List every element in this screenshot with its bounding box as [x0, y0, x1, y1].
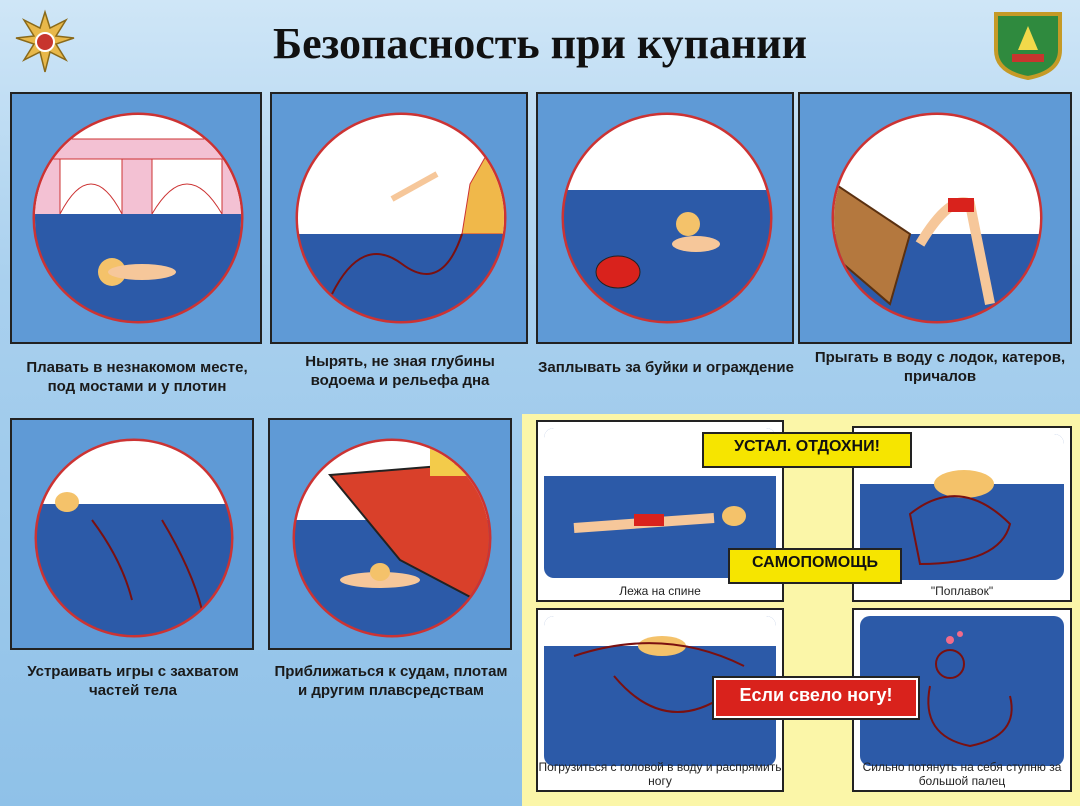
tag-selfhelp: САМОПОМОЩЬ	[728, 548, 902, 584]
caption-bridge: Плавать в незнакомом месте, под мостами …	[26, 359, 248, 395]
tag-tired-rest: УСТАЛ. ОТДОХНИ!	[702, 432, 912, 468]
caption-diving: Нырять, не зная глубины водоема и рельеф…	[305, 353, 495, 389]
region-coat-of-arms-icon	[988, 10, 1068, 81]
panel-ships	[268, 418, 512, 650]
caption-ships: Приближаться к судам, плотам и другим пл…	[274, 663, 508, 699]
caption-pull-toe: Сильно потянуть на себя ступню за большо…	[862, 760, 1062, 788]
caption-boats: Прыгать в воду с лодок, катеров, причало…	[814, 349, 1066, 385]
tag-leg-cramp: Если свело ногу!	[712, 676, 920, 720]
panel-bridge	[10, 92, 262, 344]
page-title: Безопасность при купании	[273, 19, 807, 68]
caption-float: "Поплавок"	[930, 584, 994, 598]
panel-buoys	[536, 92, 794, 344]
caption-buoys: Заплывать за буйки и ограждение	[538, 359, 794, 376]
emchs-emblem-icon	[8, 6, 82, 80]
caption-games: Устраивать игры с захватом частей тела	[27, 663, 239, 699]
selfhelp-pull-toe: Сильно потянуть на себя ступню за большо…	[852, 608, 1072, 792]
panel-boats	[798, 92, 1072, 344]
panel-games	[10, 418, 254, 650]
caption-submerge: Погрузиться с головой в воду и распрямит…	[538, 760, 782, 788]
caption-lying-on-back: Лежа на спине	[619, 584, 701, 598]
panel-diving	[270, 92, 528, 344]
